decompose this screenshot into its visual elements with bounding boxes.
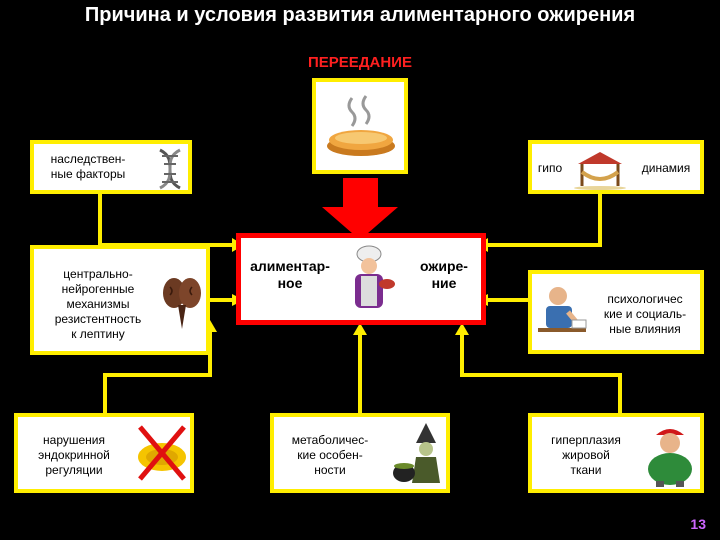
brain-icon	[163, 278, 201, 329]
hypodynamia-prefix: гипо	[537, 161, 563, 175]
heredity-label: наследствен- ные факторы	[50, 152, 126, 181]
chef-icon	[355, 245, 395, 308]
hyperplasia-box: гиперплазия жировой ткани	[528, 413, 704, 493]
obesity-label: ожире- ние	[420, 258, 468, 291]
cause-label: ПЕРЕЕДАНИЕ	[308, 54, 412, 71]
psych-label: психологичес кие и социаль- ные влияния	[603, 292, 687, 336]
food-box	[312, 78, 408, 174]
dna-icon	[159, 148, 181, 190]
alimentary-obesity-box: алиментар- ное ожире- ние	[236, 233, 486, 325]
hypodynamia-box: гипо динамия	[528, 140, 704, 194]
connector-endocrine	[103, 330, 212, 413]
endocrine-box: нарушения эндокринной регуляции	[14, 413, 194, 493]
food-icon	[327, 95, 395, 156]
central-mechanisms-label: центрально- нейрогенные механизмы резист…	[54, 267, 142, 341]
crossed-gland-icon	[138, 425, 186, 481]
slide-title: Причина и условия развития алиментарного…	[84, 4, 636, 26]
arrowhead-metabolic	[353, 323, 367, 335]
hammock-icon	[574, 152, 626, 190]
connector-heredity	[98, 193, 232, 247]
hypodynamia-suffix: динамия	[641, 161, 691, 175]
endocrine-label: нарушения эндокринной регуляции	[38, 433, 110, 477]
witch-icon	[393, 423, 440, 483]
connector-hyperplasia	[460, 333, 622, 413]
metabolic-box: метаболичес- кие особен- ности	[270, 413, 450, 493]
metabolic-label: метаболичес- кие особен- ности	[291, 433, 369, 477]
central-mechanisms-box: центрально- нейрогенные механизмы резист…	[30, 245, 210, 355]
alimentary-label: алиментар- ное	[250, 258, 330, 291]
connector-hypodynamia	[488, 193, 602, 247]
fat-man-icon	[648, 429, 692, 487]
hyperplasia-label: гиперплазия жировой ткани	[551, 433, 621, 477]
overeating-arrow	[322, 178, 398, 240]
heredity-box: наследствен- ные факторы	[30, 140, 192, 194]
thinker-icon	[538, 287, 587, 332]
arrowhead-hyperplasia	[455, 323, 469, 335]
psych-box: психологичес кие и социаль- ные влияния	[528, 270, 704, 354]
page-number: 13	[690, 516, 706, 532]
